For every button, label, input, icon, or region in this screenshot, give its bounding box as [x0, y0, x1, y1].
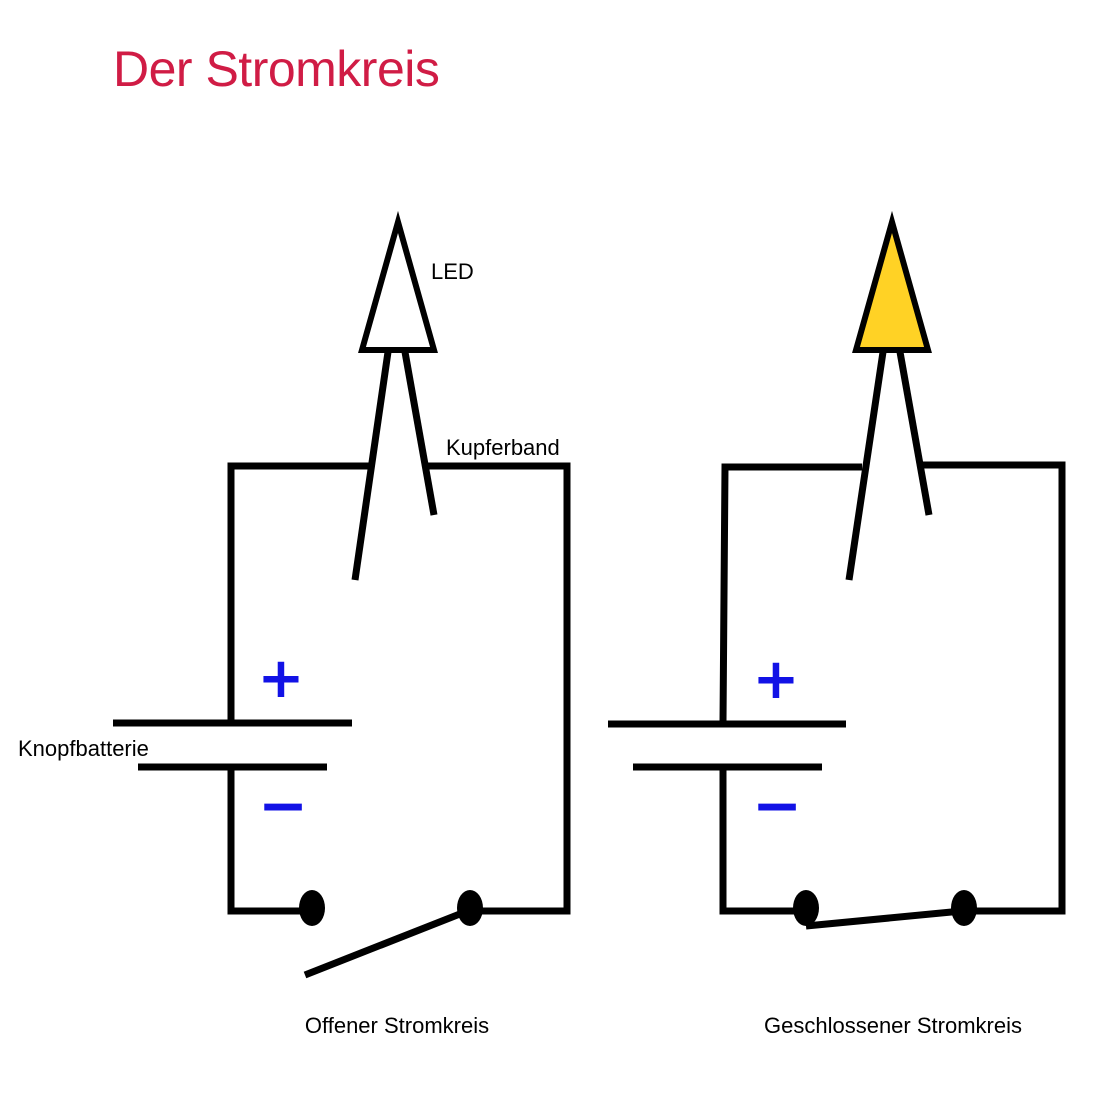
open-circuit-caption: Offener Stromkreis	[304, 1013, 490, 1038]
closed-circuit: + −	[608, 210, 1066, 930]
led-unlit	[358, 210, 438, 353]
switch-contact-right-closed	[951, 890, 977, 926]
led-lit	[852, 210, 932, 353]
led-leg-short	[401, 351, 438, 516]
copper-tape-bottom-wire	[227, 767, 312, 915]
open-circuit: + −	[113, 210, 571, 979]
copper-tape-right-wire	[425, 462, 571, 915]
plus-sign-right: +	[753, 647, 800, 712]
minus-sign-left: −	[258, 771, 308, 841]
copper-tape-left-wire	[227, 462, 369, 722]
switch-contact-left	[299, 890, 325, 926]
plus-sign-left: +	[258, 646, 305, 711]
copper-tape-left-wire-closed	[719, 463, 862, 723]
led-leg-short-closed	[896, 351, 933, 516]
switch-lever-closed	[805, 907, 963, 930]
minus-sign-right: −	[752, 771, 802, 841]
closed-circuit-caption: Geschlossener Stromkreis	[764, 1013, 1022, 1038]
copper-tape-label: Kupferband	[446, 435, 560, 460]
copper-tape-bottom-wire-closed	[719, 767, 805, 915]
switch-lever-open	[303, 906, 472, 979]
switch-contact-right	[457, 890, 483, 926]
copper-tape-right-wire-closed	[921, 461, 1066, 915]
led-leg-long-closed	[845, 351, 887, 581]
page-title: Der Stromkreis	[113, 41, 440, 97]
led-label: LED	[431, 259, 474, 284]
led-leg-long	[351, 351, 392, 581]
coin-battery-label: Knopfbatterie	[18, 736, 149, 761]
switch-contact-left-closed	[793, 890, 819, 926]
